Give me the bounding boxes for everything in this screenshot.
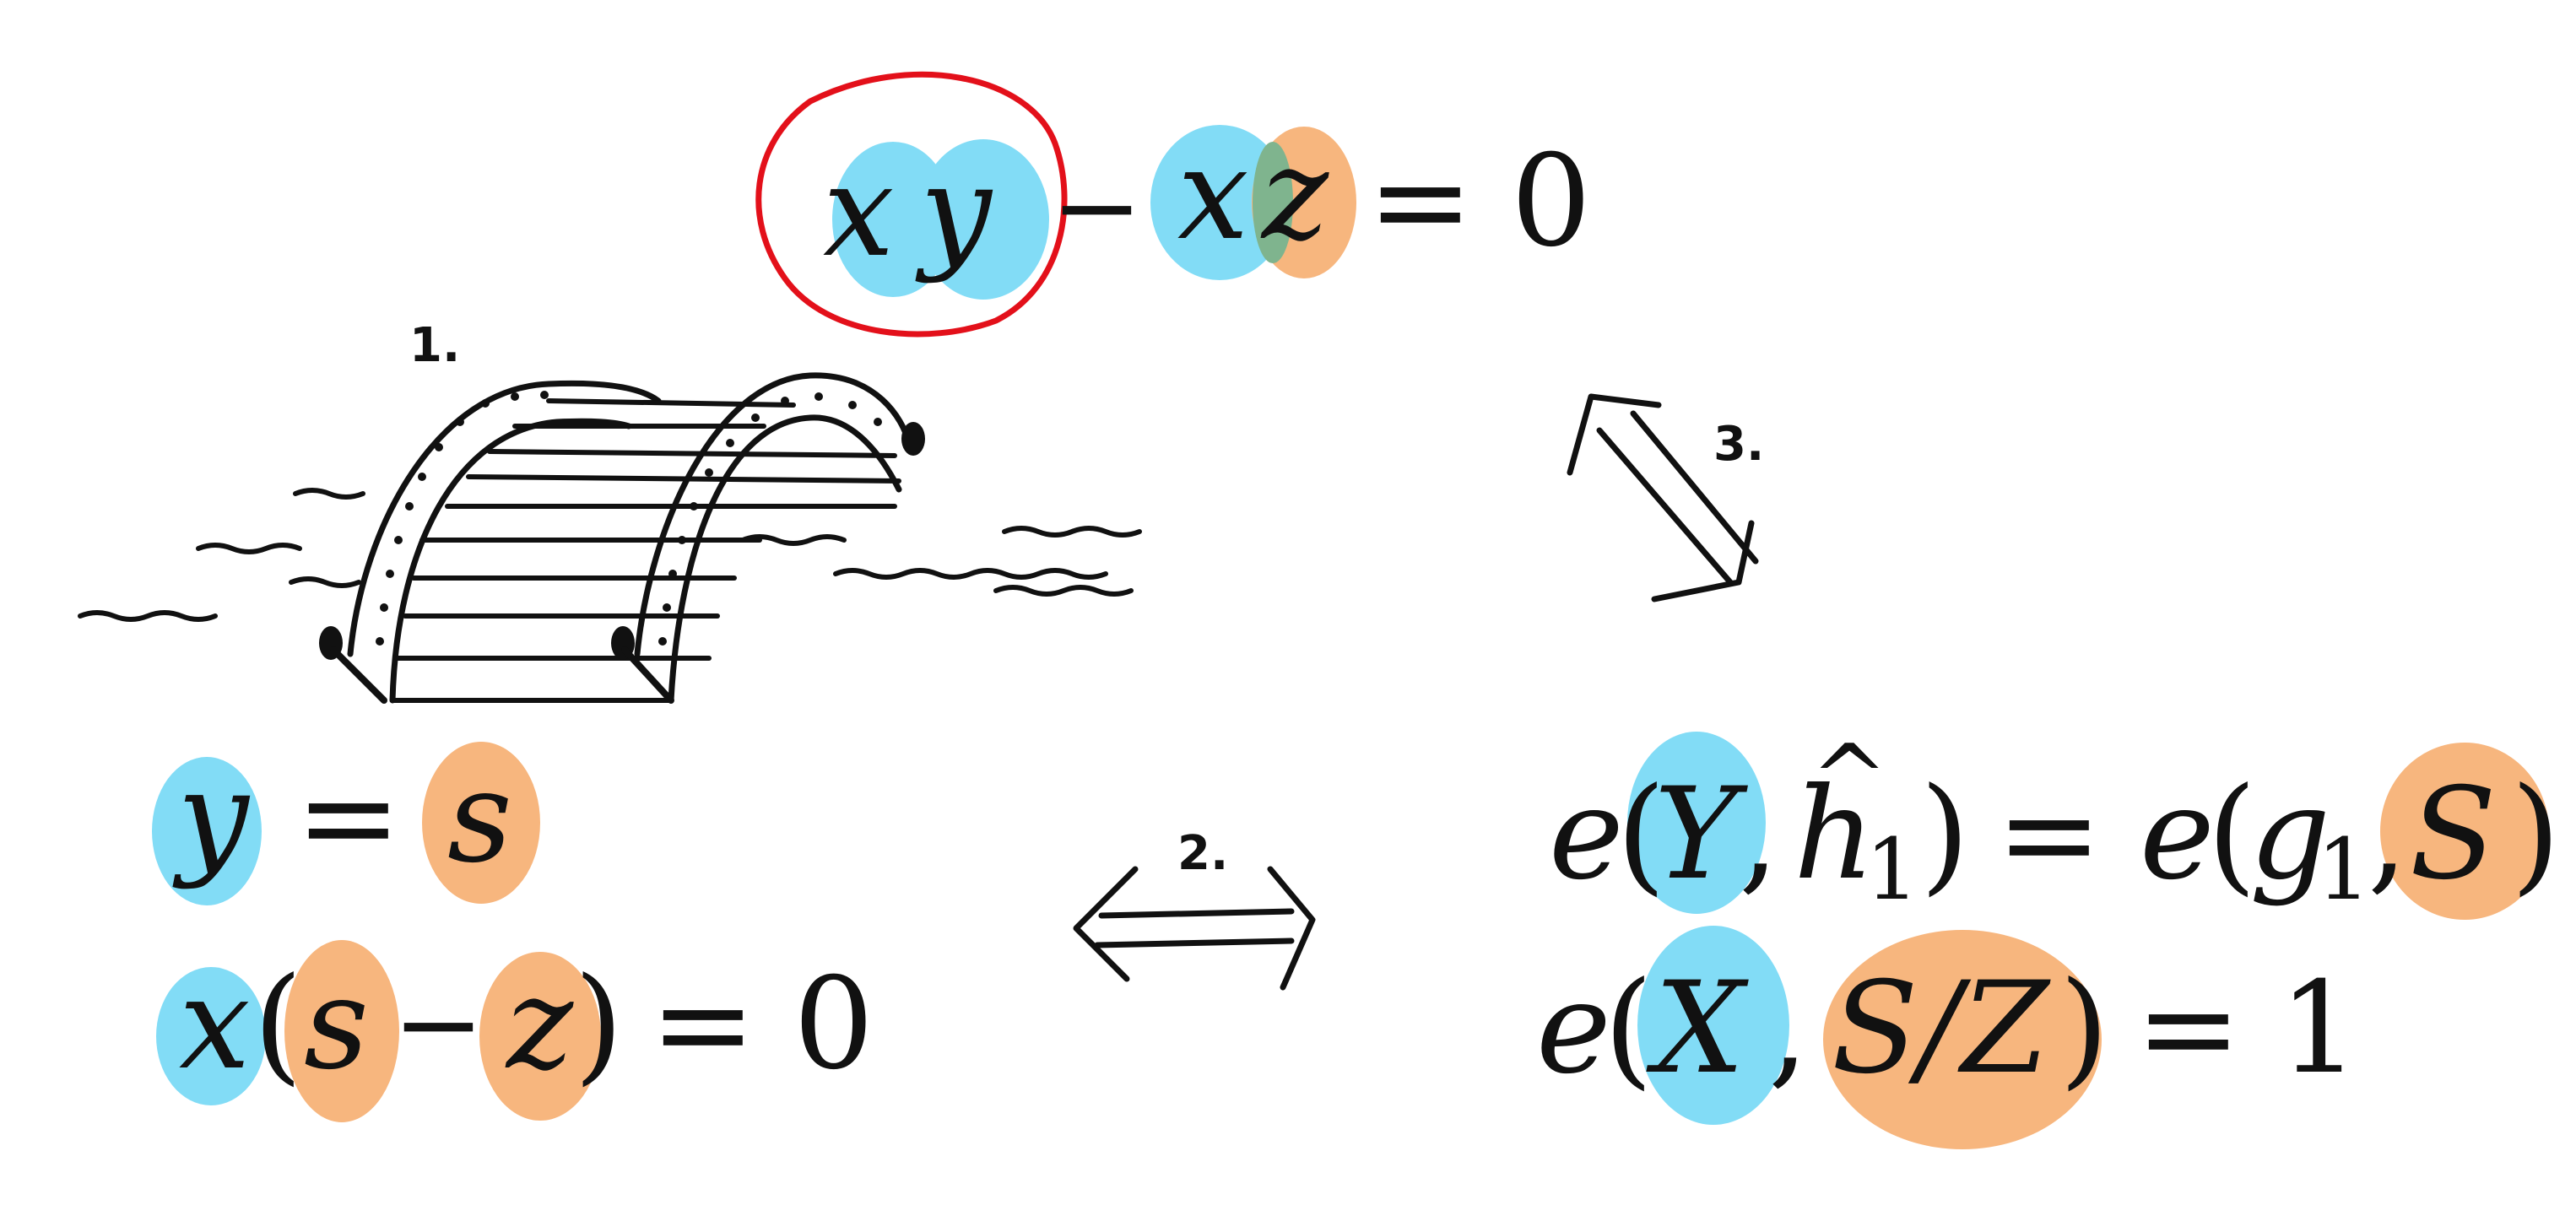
step-label-1: 1. xyxy=(409,318,460,373)
open-paren-right-2: ( xyxy=(2207,761,2257,908)
term-y-top: y xyxy=(915,138,993,285)
close-paren-left: ) xyxy=(574,951,624,1098)
term-e-right-2: e xyxy=(1536,955,1611,1102)
open-paren-right-1: ( xyxy=(1616,761,1666,908)
highlight-y-left xyxy=(152,757,262,905)
step-label-2: 2. xyxy=(1177,826,1228,881)
highlight-X-right xyxy=(1637,926,1789,1125)
left-equation-1: y = s xyxy=(152,742,540,905)
close-paren-right-2: ) xyxy=(2511,761,2561,908)
term-h-right: h xyxy=(1794,761,1875,908)
minus-top: − xyxy=(1051,143,1143,271)
zero-left: 0 xyxy=(793,951,874,1098)
close-paren-right-3: ) xyxy=(2059,955,2109,1102)
highlight-y-top xyxy=(917,139,1049,300)
red-circle-xy xyxy=(755,71,1068,338)
term-g-right: g xyxy=(2249,761,2330,908)
equals-top: = xyxy=(1367,128,1474,275)
minus-left: − xyxy=(392,959,484,1088)
term-SZ-right: S/Z xyxy=(1832,955,2051,1102)
highlight-z-left xyxy=(479,952,601,1121)
highlight-S-right xyxy=(2380,743,2549,920)
open-paren-right-3: ( xyxy=(1604,955,1653,1102)
equals-left-2: = xyxy=(650,951,756,1098)
comma-right-1: , xyxy=(1739,761,1779,908)
term-z-left: z xyxy=(505,951,574,1098)
equals-left-1: = xyxy=(295,744,402,891)
highlight-s2-left xyxy=(284,940,399,1122)
term-y-left: y xyxy=(172,744,251,891)
sub-h-right: 1 xyxy=(1865,820,1919,919)
highlight-x-top xyxy=(832,142,954,297)
term-e1-right: e xyxy=(1549,761,1624,908)
term-e2-right: e xyxy=(2140,761,2215,908)
term-x2-top: x xyxy=(1177,122,1249,268)
highlight-Y-right xyxy=(1627,732,1766,914)
term-s2-left: s xyxy=(304,951,369,1098)
comma-right-3: , xyxy=(1768,955,1809,1102)
one-right: 1 xyxy=(2279,955,2359,1102)
top-equation: x y − x z = 0 xyxy=(755,71,1591,338)
bridge-drawing-icon xyxy=(78,372,1142,704)
step-label-3: 3. xyxy=(1713,417,1764,472)
open-paren-left: ( xyxy=(253,951,303,1098)
term-x-top: x xyxy=(823,138,895,285)
equals-right-2: = xyxy=(2135,955,2242,1102)
highlight-overlap-top xyxy=(1253,142,1293,263)
right-equation-1: e ( Y , h ^ 1 ) = e ( g 1 , S ) xyxy=(1549,724,2561,920)
double-arrow-diagonal-icon xyxy=(1567,393,1759,602)
highlight-SZ-right xyxy=(1823,930,2102,1149)
term-X-right: X xyxy=(1646,955,1749,1102)
comma-right-2: , xyxy=(2368,761,2408,908)
sub-g-right: 1 xyxy=(2317,820,2371,919)
highlight-s-left xyxy=(422,742,540,904)
equals-right-1: = xyxy=(1996,761,2102,908)
term-x-left: x xyxy=(179,951,251,1098)
double-arrow-left-right-icon xyxy=(1073,866,1316,991)
term-S-right: S xyxy=(2410,761,2497,908)
left-equation-2: x ( s − z ) = 0 xyxy=(156,940,874,1122)
close-paren-right-1: ) xyxy=(1920,761,1970,908)
term-z-top: z xyxy=(1260,122,1329,268)
highlight-x-left xyxy=(156,967,266,1105)
term-s-left: s xyxy=(447,744,512,891)
right-equation-2: e ( X , S/Z ) = 1 xyxy=(1536,926,2359,1149)
zero-top: 0 xyxy=(1511,128,1591,275)
highlight-x2-top xyxy=(1150,125,1289,280)
term-Y-right: Y xyxy=(1654,761,1748,908)
hat-h-right: ^ xyxy=(1810,724,1888,832)
